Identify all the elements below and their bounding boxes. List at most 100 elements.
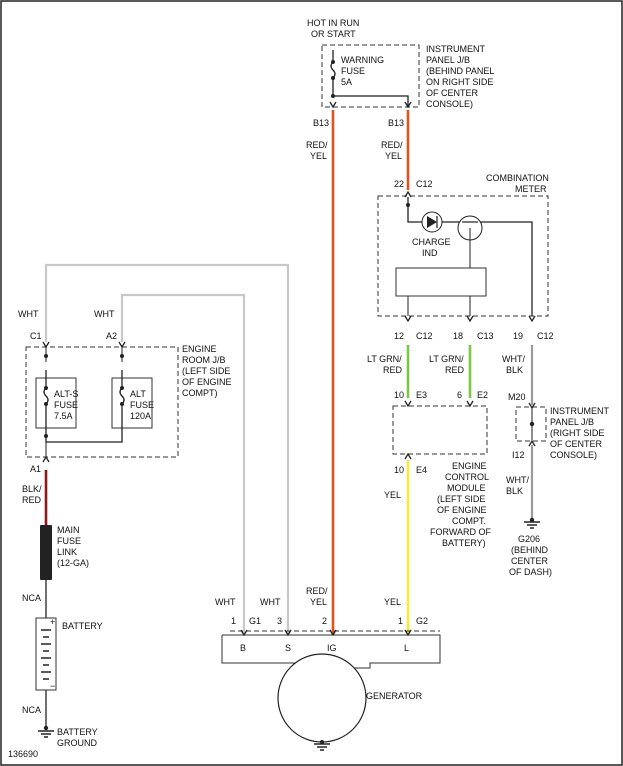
- fuse-node-top: [331, 60, 335, 64]
- battery-label: BATTERY: [62, 621, 103, 631]
- instrument-jb-title-4: ON RIGHT SIDE: [426, 77, 493, 87]
- generator: [221, 629, 441, 751]
- meter-pin-arrow-19: [528, 315, 536, 323]
- fusible-link-label-4: (12-GA): [57, 558, 89, 568]
- combination-meter-title-1: COMBINATION: [486, 173, 549, 183]
- ecm-title-5: OF ENGINE: [437, 505, 487, 515]
- ecm-title-2: CONTROL: [445, 472, 489, 482]
- g206-label-2: (BEHIND: [511, 545, 549, 555]
- battery-ground-icon: [38, 725, 54, 738]
- wht-c1-label: WHT: [18, 309, 39, 319]
- diagram-id: 136690: [8, 749, 38, 759]
- ecm-title-7: FORWARD OF: [430, 527, 491, 537]
- gen-red-yel-label-1: RED/: [306, 586, 328, 596]
- ecm-pin-arrow-e2: [466, 400, 474, 408]
- yel-ecm-label: YEL: [384, 490, 401, 500]
- fuse-bus: [332, 78, 409, 106]
- warning-fuse-symbol: [330, 61, 336, 79]
- ecm-pin-arrow-e3: [404, 400, 412, 408]
- fuse-bus-node: [331, 94, 335, 98]
- fusible-link-label-1: MAIN: [57, 525, 80, 535]
- gen-pin-1-num: 1: [231, 616, 236, 626]
- engine-room-jb-title: ENGINE ROOM J/B (LEFT SIDE OF ENGINE COM…: [182, 344, 232, 398]
- gen-terminal-b: B: [240, 643, 246, 653]
- wht-blk-1-label-2: BLK: [506, 365, 523, 375]
- meter-pin-18-num: 18: [453, 331, 463, 341]
- instrument-panel-jb-right: [515, 402, 547, 447]
- engine-room-jb-title-4: OF ENGINE: [182, 377, 232, 387]
- warning-fuse-label-1: WARNING: [341, 55, 384, 65]
- combination-meter-title-2: METER: [515, 184, 547, 194]
- lt-grn-red-1-label-2: RED: [383, 365, 403, 375]
- instrument-jb-box: [321, 44, 420, 108]
- alt-fuse-icon: [119, 370, 125, 420]
- instrument-jb2-pin-m20: M20: [508, 392, 526, 402]
- instrument-jb2-title-5: CONSOLE): [550, 450, 597, 460]
- meter-pin-arrow-18: [466, 315, 474, 323]
- hot-label-2: OR START: [311, 29, 356, 39]
- instrument-jb-title-3: (BEHIND PANEL: [426, 66, 494, 76]
- alt-fuse-label-3: 120A: [130, 411, 151, 421]
- wire-label-red-yel-left-1: RED/: [306, 140, 328, 150]
- meter-pin-19-num: 19: [513, 331, 523, 341]
- engine-room-jb-title-3: (LEFT SIDE: [182, 366, 230, 376]
- generator-terminal-block: [221, 634, 441, 669]
- meter-pin-18-conn: C13: [477, 331, 494, 341]
- meter-pin-12-num: 12: [394, 331, 404, 341]
- ecm-title-3: MODULE: [447, 483, 486, 493]
- gen-red-yel-label-2: YEL: [310, 597, 327, 607]
- pin-a2: A2: [106, 331, 117, 341]
- instrument-jb-title-5: OF CENTER: [426, 88, 479, 98]
- ecm-pin-e2-num: 6: [457, 390, 462, 400]
- blk-red-label-1: BLK/: [22, 484, 42, 494]
- fusible-link-label-3: LINK: [57, 547, 77, 557]
- pin-c1: C1: [30, 331, 42, 341]
- gen-yel-label: YEL: [384, 597, 401, 607]
- warning-fuse-label-2: FUSE: [341, 66, 365, 76]
- wire-wht-a2: [120, 293, 246, 635]
- gen-pin-3-num: 3: [277, 616, 282, 626]
- pin-b13-right: B13: [388, 118, 404, 128]
- jb2-pin-arrow-bottom: [528, 439, 536, 447]
- instrument-jb2-title-2: PANEL J/B: [550, 417, 594, 427]
- meter-pin-12-conn: C12: [416, 331, 433, 341]
- instrument-jb-title-2: PANEL J/B: [426, 55, 470, 65]
- wire-label-red-yel-right-1: RED/: [381, 140, 403, 150]
- hot-label-1: HOT IN RUN: [307, 18, 359, 28]
- pin-arrow-a1: [42, 455, 50, 463]
- battery-icon: [35, 617, 57, 691]
- gen-terminal-ig: IG: [327, 643, 337, 653]
- nca-top-label: NCA: [22, 593, 41, 603]
- pin-arrow-c1: [42, 341, 50, 349]
- wht-blk-2-label-1: WHT/: [506, 475, 529, 485]
- ecm-title: ENGINE CONTROL MODULE (LEFT SIDE OF ENGI…: [430, 461, 491, 548]
- gen-wht-label-1: WHT: [215, 597, 236, 607]
- engine-control-module: [392, 400, 488, 460]
- gen-terminal-l: L: [404, 643, 409, 653]
- nca-bottom-label: NCA: [22, 705, 41, 715]
- generator-label: GENERATOR: [366, 691, 423, 701]
- ecm-title-6: COMPT.: [452, 516, 486, 526]
- gen-pin-2-num: 2: [322, 616, 327, 626]
- meter-pin-22: 22: [394, 179, 404, 189]
- wht-blk-2-label-2: BLK: [506, 486, 523, 496]
- meter-pin-arrow-12: [404, 315, 412, 323]
- charge-ind-label-1: CHARGE: [412, 237, 451, 247]
- battery-ground-label-2: GROUND: [57, 738, 97, 748]
- ecm-title-8: BATTERY): [442, 538, 486, 548]
- engine-room-jb-box: [25, 346, 179, 458]
- g206-label-4: OF DASH): [509, 567, 552, 577]
- lt-grn-red-2-label-2: RED: [445, 365, 465, 375]
- gen-terminal-s: S: [285, 643, 291, 653]
- charge-ind-label-2: IND: [422, 248, 438, 258]
- instrument-jb2-title-1: INSTRUMENT: [550, 406, 609, 416]
- battery-minus: −: [50, 681, 55, 691]
- ecm-box: [392, 405, 488, 455]
- wht-blk-1-label-1: WHT/: [502, 354, 525, 364]
- main-fusible-link: [40, 525, 52, 580]
- gen-pin-g2-conn: G2: [416, 616, 428, 626]
- meter-bus-node: [406, 203, 410, 207]
- instrument-jb2-title-4: OF CENTER: [550, 439, 603, 449]
